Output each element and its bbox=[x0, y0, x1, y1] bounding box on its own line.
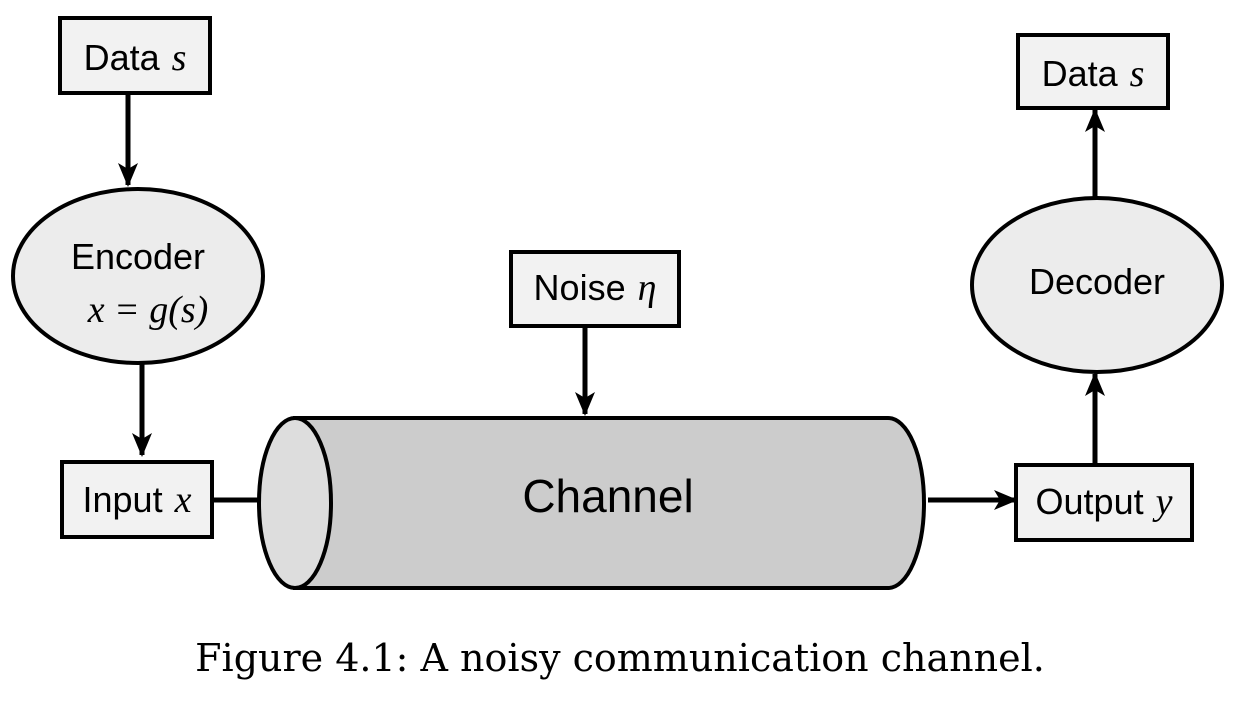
encoder-node: Encoder x = g(s) bbox=[11, 187, 265, 365]
svg-text:Input x: Input x bbox=[83, 479, 192, 521]
noise-label: Noise bbox=[534, 267, 626, 308]
encoder-label: Encoder bbox=[71, 236, 205, 277]
data-input-node: Data s bbox=[58, 16, 212, 95]
svg-text:Output y: Output y bbox=[1036, 481, 1173, 523]
svg-text:Data s: Data s bbox=[1042, 53, 1145, 95]
decoder-node: Decoder bbox=[970, 196, 1224, 374]
data-output-node: Data s bbox=[1016, 33, 1170, 110]
input-label: Input bbox=[83, 479, 163, 520]
noise-var: η bbox=[638, 267, 657, 309]
input-node: Input x bbox=[60, 460, 214, 539]
output-node: Output y bbox=[1014, 463, 1194, 542]
noise-node: Noise η bbox=[509, 250, 681, 328]
data-output-label: Data bbox=[1042, 53, 1119, 94]
data-input-label: Data bbox=[84, 37, 161, 78]
svg-text:Noise η: Noise η bbox=[534, 267, 657, 309]
figure-caption: Figure 4.1: A noisy communication channe… bbox=[195, 636, 1045, 680]
svg-text:Data s: Data s bbox=[84, 37, 187, 79]
output-var: y bbox=[1152, 481, 1173, 523]
channel-node: Channel bbox=[257, 416, 926, 590]
channel-label: Channel bbox=[522, 470, 693, 522]
communication-channel-diagram: Data s Encoder x = g(s) Input x Noise η … bbox=[11, 16, 1224, 590]
output-label: Output bbox=[1036, 481, 1144, 522]
data-input-var: s bbox=[172, 37, 187, 79]
input-var: x bbox=[174, 479, 192, 521]
data-output-var: s bbox=[1130, 53, 1145, 95]
encoder-formula: x = g(s) bbox=[87, 289, 209, 331]
decoder-label: Decoder bbox=[1029, 261, 1165, 302]
